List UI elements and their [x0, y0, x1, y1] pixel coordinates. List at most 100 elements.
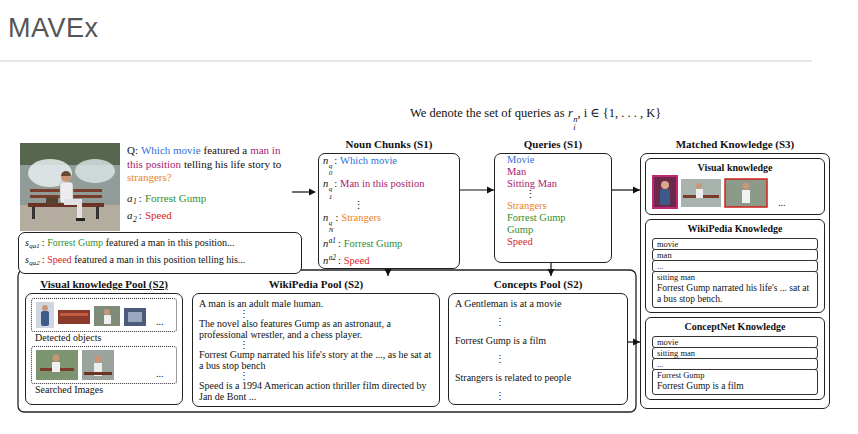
label-block: We denote the set of queries asrni, i ∈ … — [410, 105, 840, 132]
text: Speed is a 1994 American action thriller… — [199, 380, 426, 402]
panel: ... — [31, 298, 177, 332]
text: ⋮ — [239, 370, 249, 381]
connector-arrow — [548, 263, 555, 276]
subscript: 1 — [133, 197, 137, 206]
text-line: movie — [657, 239, 813, 249]
text: ConceptNet Knowledge — [685, 321, 786, 332]
script-pair: q1 — [329, 186, 333, 201]
text-line: sqa1:Forrest Gumpfeatured a man in this … — [25, 236, 295, 253]
arrowhead — [385, 269, 392, 276]
subscript: 0 — [329, 170, 333, 177]
text: Strangers — [341, 212, 381, 223]
text: ... — [156, 368, 164, 380]
superscript: a1 — [329, 236, 336, 245]
text: movie — [657, 337, 678, 347]
text: : — [338, 238, 341, 249]
text-line: ... — [657, 261, 813, 271]
text: Forrest Gump is a film — [657, 381, 744, 391]
heading: Noun Chunks (S1) — [346, 138, 433, 150]
arrowhead — [487, 187, 494, 194]
text: ... — [778, 197, 786, 209]
text-line: ⋮ — [495, 190, 611, 200]
text-line: Forrest Gump is a film — [657, 380, 813, 394]
text-line: Forrest Gump narrated his life's story a… — [199, 349, 433, 371]
text-line: ⋮ — [455, 391, 621, 400]
text-line: Strangers — [495, 200, 611, 212]
text: : — [42, 254, 45, 265]
text-line: ... — [34, 349, 174, 381]
text-line: Forrest Gump — [657, 370, 813, 380]
superscript: q — [329, 186, 333, 193]
panel: ...Detected objects ...Searched Images — [25, 293, 183, 405]
text-line: Forrest Gump narrated his life's ... sat… — [657, 282, 813, 307]
text-line: ⋮ — [199, 371, 433, 380]
knowledge-card: Forrest GumpForrest Gump is a film — [652, 369, 818, 395]
superscript: q — [329, 163, 333, 170]
text: WikiPedia Knowledge — [687, 223, 782, 234]
text: Forrest Gump — [344, 238, 403, 249]
box-heading: Visual knowledge Pool (S2) — [25, 276, 183, 291]
text: Forrest Gump — [145, 192, 206, 204]
text: : — [139, 209, 142, 221]
text-line: A man is an adult male human. — [199, 298, 433, 309]
text-line: ⋮ — [455, 317, 621, 326]
text-line: nq1:Man in this position — [319, 177, 459, 200]
text: The novel also features Gump as an astro… — [199, 318, 391, 340]
subscript: qa2 — [29, 259, 40, 267]
pool-frame — [18, 270, 636, 412]
superscript: q — [329, 220, 334, 227]
noun-chunks-box: Noun Chunks (S1) nq0:Which movienq1:Man i… — [318, 136, 460, 269]
text-line: ⋮ — [199, 309, 433, 318]
text: : — [42, 237, 45, 248]
text: sitting man — [657, 272, 695, 282]
heading: WikiPedia Pool (S2) — [269, 278, 364, 290]
text-line: nqN:Strangers — [319, 211, 459, 234]
text-line: Movie — [495, 154, 611, 166]
text: Man — [507, 166, 526, 177]
box-heading: WikiPedia Pool (S2) — [192, 276, 440, 291]
text-line: ... — [650, 174, 820, 210]
text: featured a — [204, 144, 248, 156]
text: ⋮ — [353, 200, 364, 211]
text: man — [657, 250, 672, 260]
panel: A Gentleman is at a movie⋮Forrest Gump i… — [448, 293, 628, 405]
text: A man is an adult male human. — [199, 298, 323, 309]
diagram-title: MAVEx — [8, 13, 99, 44]
text: Forrest Gump — [507, 212, 566, 223]
text: a — [127, 209, 133, 221]
text-line: a2:Speed — [127, 209, 299, 226]
text-line: Man — [495, 166, 611, 178]
text: A Gentleman is at a movie — [455, 298, 561, 309]
knowledge-card: sitting manForrest Gump narrated his lif… — [652, 271, 818, 308]
text: telling his life story to — [184, 158, 281, 170]
connector-arrow — [628, 339, 640, 346]
text: Movie — [507, 154, 534, 165]
subscript: N — [329, 227, 334, 234]
text-line: ConceptNet Knowledge — [650, 320, 820, 333]
text: Speed — [47, 254, 71, 265]
text-line: Speed — [495, 236, 611, 248]
text-line: movie — [657, 337, 813, 347]
connector-arrow — [612, 187, 640, 194]
text: Which movie — [141, 144, 201, 156]
text: ... — [657, 261, 663, 271]
text: We denote the set of queries as — [410, 106, 565, 120]
matched-knowledge-box: Matched Knowledge (S3)Visual knowledge .… — [640, 136, 830, 409]
text-line: The novel also features Gump as an astro… — [199, 318, 433, 340]
wikipedia-knowledge-panel: WikiPedia Knowledge movieman...sitting ma… — [645, 219, 825, 313]
text: sitting man — [657, 348, 695, 358]
text: Which movie — [340, 155, 397, 166]
text-line: na2:Speed — [319, 251, 459, 268]
text: ... — [156, 316, 164, 328]
text-line: nq0:Which movie — [319, 154, 459, 177]
text: featured a man in this position telling … — [74, 254, 245, 265]
title-rule — [0, 61, 812, 62]
text: Forrest Gump narrated his life's story a… — [199, 349, 431, 371]
text-line: Searched Images — [31, 384, 177, 395]
visual-pool-box: Visual knowledge Pool (S2) ...Detected o… — [25, 276, 183, 405]
text-line: sitting man — [657, 348, 813, 358]
connector-arrow — [460, 187, 494, 194]
text: Strangers is related to people — [455, 372, 571, 383]
text: r — [568, 106, 573, 120]
